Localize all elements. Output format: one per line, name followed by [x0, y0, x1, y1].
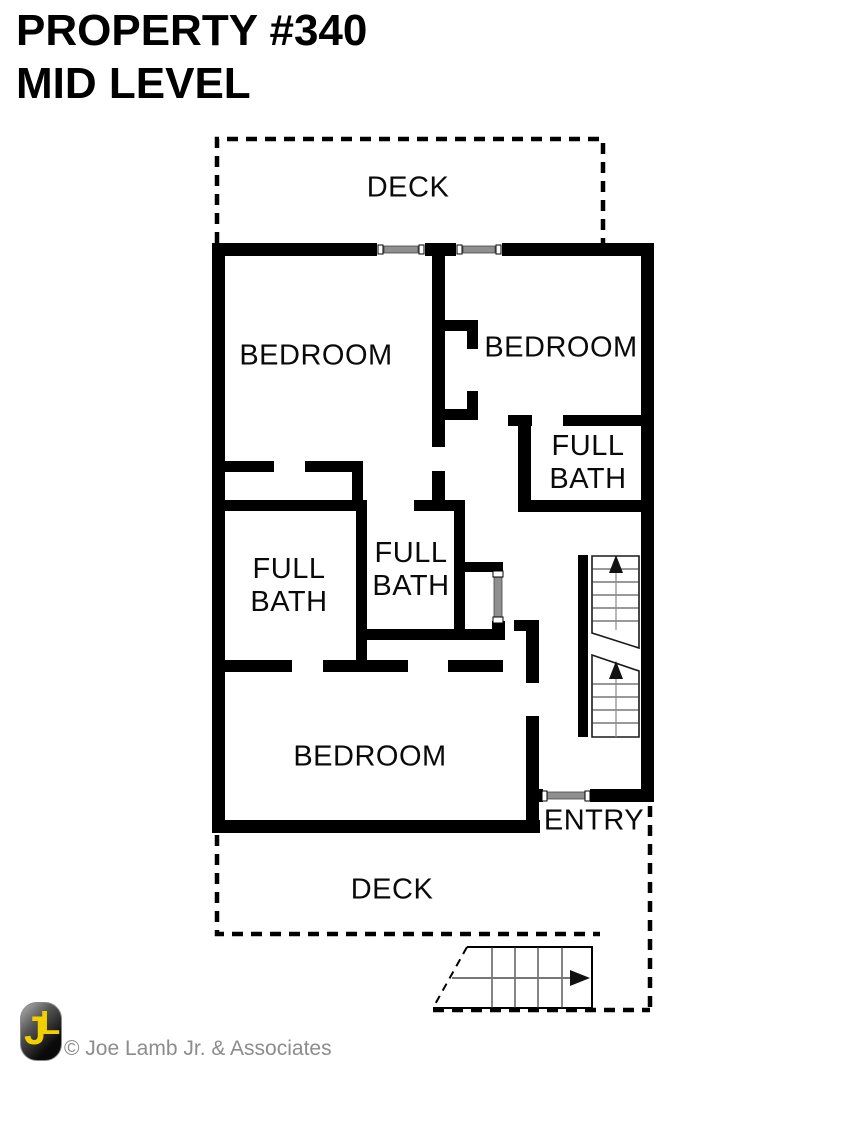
label-bath-left-line2: BATH — [250, 586, 328, 618]
stairs-up-arrow-icon — [609, 661, 623, 679]
label-bath-top-right: FULL BATH — [549, 430, 626, 496]
joe-lamb-logo: J L — [20, 1002, 62, 1061]
label-deck-top: DECK — [366, 171, 450, 204]
logo-letter-j: J — [24, 1009, 47, 1053]
label-bath-left: FULL BATH — [250, 553, 327, 619]
label-deck-bottom: DECK — [350, 873, 434, 906]
page-title-line1: PROPERTY #340 — [16, 6, 368, 55]
page-title-line2: MID LEVEL — [16, 59, 251, 108]
sliding-door-left — [377, 243, 425, 256]
label-bedroom-top-right: BEDROOM — [484, 331, 638, 364]
label-bath-left-line1: FULL — [252, 553, 326, 585]
label-bath-middle-line1: FULL — [374, 537, 448, 569]
exterior-stairs — [432, 946, 593, 1009]
entry-door — [541, 790, 591, 802]
logo-letter-l: L — [40, 1004, 61, 1041]
hall-pocket-door — [492, 570, 504, 624]
label-bath-top-right-line2: BATH — [549, 463, 627, 495]
label-bedroom-top-left: BEDROOM — [239, 339, 393, 372]
sliding-door-right — [456, 243, 502, 256]
stairs-right-arrow-icon — [570, 970, 590, 986]
stairs-up-arrow-icon — [609, 555, 623, 573]
copyright-credit: © Joe Lamb Jr. & Associates — [64, 1037, 332, 1060]
deck-bottom-outline — [214, 806, 653, 1013]
label-bath-middle: FULL BATH — [372, 537, 449, 603]
label-bedroom-bottom: BEDROOM — [293, 740, 447, 773]
label-entry: ENTRY — [543, 804, 645, 837]
deck-top-outline — [214, 136, 606, 243]
label-bath-top-right-line1: FULL — [551, 430, 625, 462]
interior-stairs — [591, 555, 640, 738]
page-title: PROPERTY #340 MID LEVEL — [16, 4, 367, 110]
label-bath-middle-line2: BATH — [372, 570, 450, 602]
walls — [212, 243, 654, 833]
